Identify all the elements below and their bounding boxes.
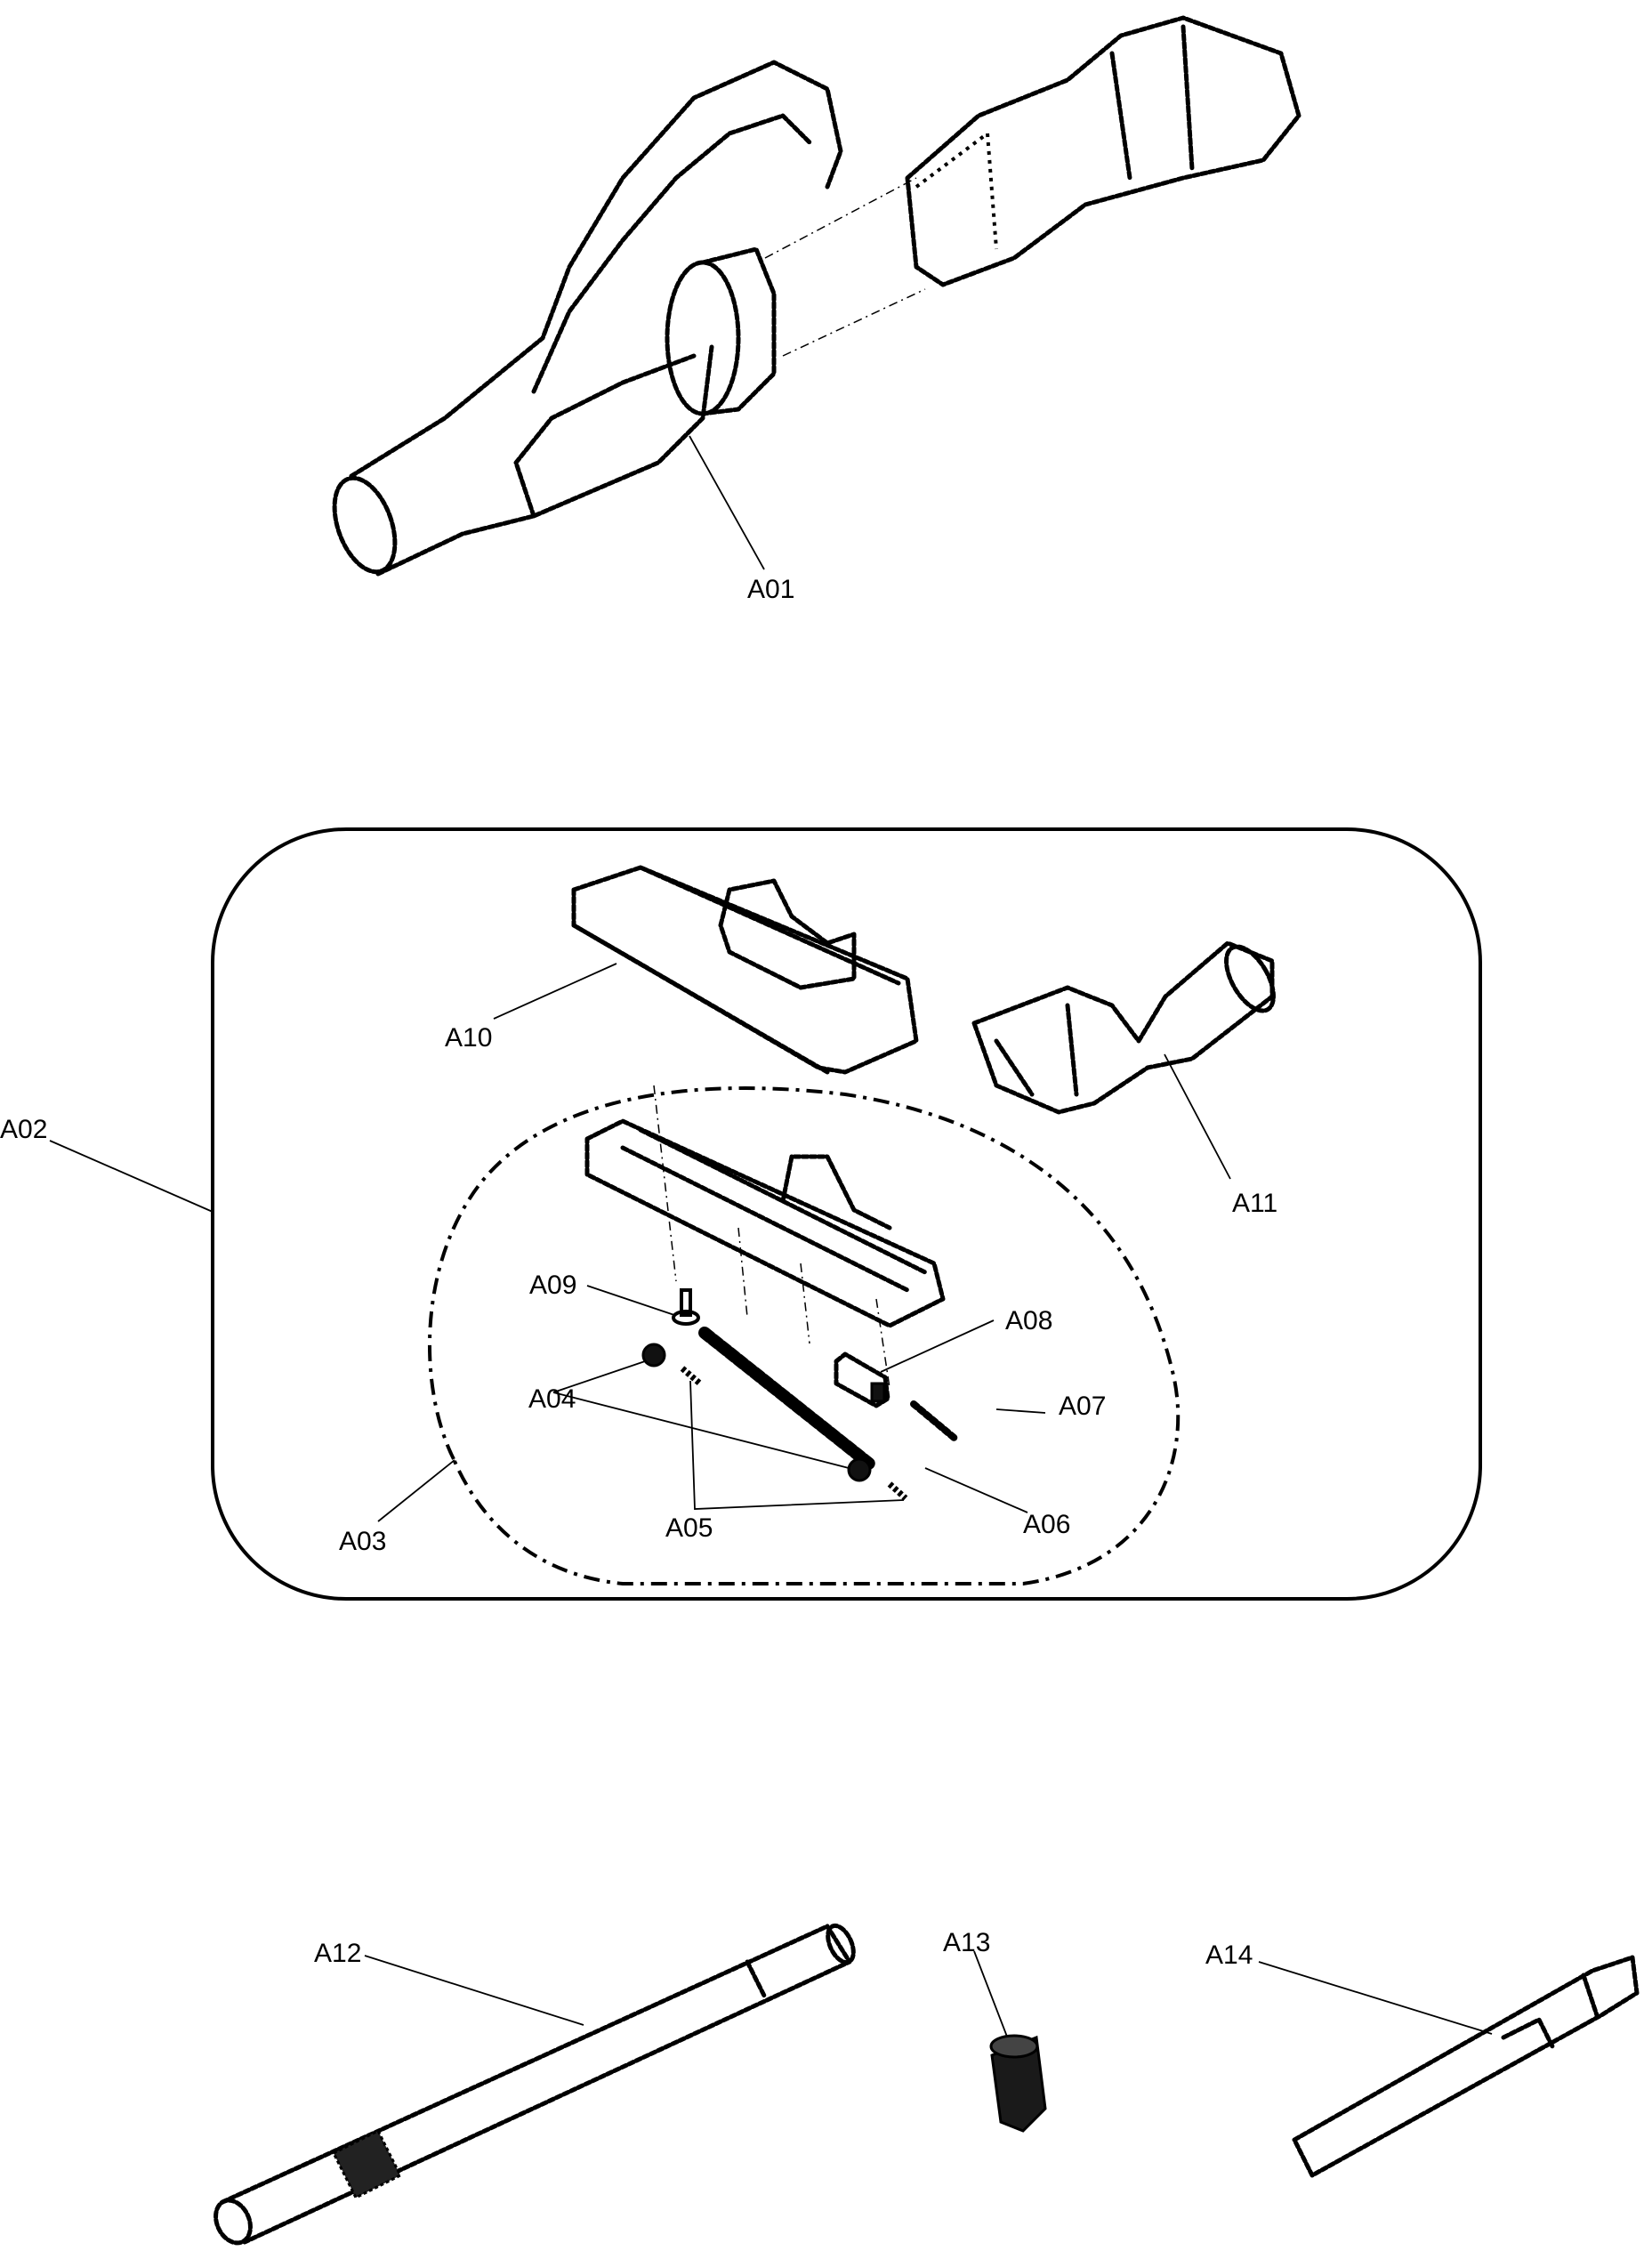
sleeve-part bbox=[834, 1351, 890, 1408]
callout-a12: A12 bbox=[314, 1939, 361, 1968]
dusting-tool-part bbox=[971, 940, 1276, 1115]
brush-roller-part bbox=[698, 1327, 875, 1470]
callout-a01: A01 bbox=[747, 575, 794, 604]
callout-a06: A06 bbox=[1023, 1510, 1070, 1539]
leader-line bbox=[1164, 1053, 1231, 1180]
wheel-part bbox=[641, 1343, 666, 1368]
leader-line bbox=[689, 435, 765, 570]
callout-a08: A08 bbox=[1005, 1306, 1052, 1335]
callout-a09: A09 bbox=[529, 1271, 576, 1300]
spring-part bbox=[910, 1400, 960, 1443]
callout-a05: A05 bbox=[665, 1513, 713, 1543]
axle-part bbox=[680, 1366, 704, 1387]
handle-assembly-part bbox=[332, 15, 1301, 577]
callout-a11: A11 bbox=[1232, 1189, 1277, 1218]
leader-line bbox=[364, 1955, 584, 2026]
callout-a14: A14 bbox=[1205, 1940, 1253, 1970]
callout-a07: A07 bbox=[1059, 1392, 1106, 1421]
leader-line bbox=[552, 1360, 646, 1393]
wheel-part bbox=[847, 1457, 872, 1482]
leader-line bbox=[689, 1380, 905, 1510]
callout-a04: A04 bbox=[528, 1384, 576, 1414]
callout-a13: A13 bbox=[943, 1928, 990, 1957]
nozzle-base-part bbox=[584, 1085, 946, 1389]
end-cap-part bbox=[989, 2034, 1047, 2133]
subassembly-outline-a03 bbox=[427, 1086, 1181, 1585]
callout-a03: A03 bbox=[339, 1527, 386, 1556]
group-box-a02 bbox=[211, 827, 1482, 1601]
leader-line bbox=[377, 1459, 455, 1522]
leader-line bbox=[973, 1950, 1008, 2037]
leader-line bbox=[1258, 1961, 1493, 2035]
extension-tube-part bbox=[214, 1923, 856, 2246]
crevice-tool-part bbox=[1292, 1955, 1640, 2178]
leader-line bbox=[49, 1140, 214, 1213]
leader-line bbox=[995, 1408, 1046, 1414]
leader-line bbox=[552, 1392, 850, 1469]
screw-part bbox=[672, 1288, 700, 1326]
callout-a02: A02 bbox=[0, 1115, 47, 1144]
callout-a10: A10 bbox=[445, 1023, 492, 1053]
axle-part bbox=[887, 1481, 908, 1501]
leader-line bbox=[924, 1467, 1028, 1513]
leader-line bbox=[493, 963, 617, 1020]
floor-nozzle-part bbox=[571, 865, 919, 1075]
leader-line bbox=[880, 1319, 995, 1373]
leader-line bbox=[586, 1285, 675, 1316]
